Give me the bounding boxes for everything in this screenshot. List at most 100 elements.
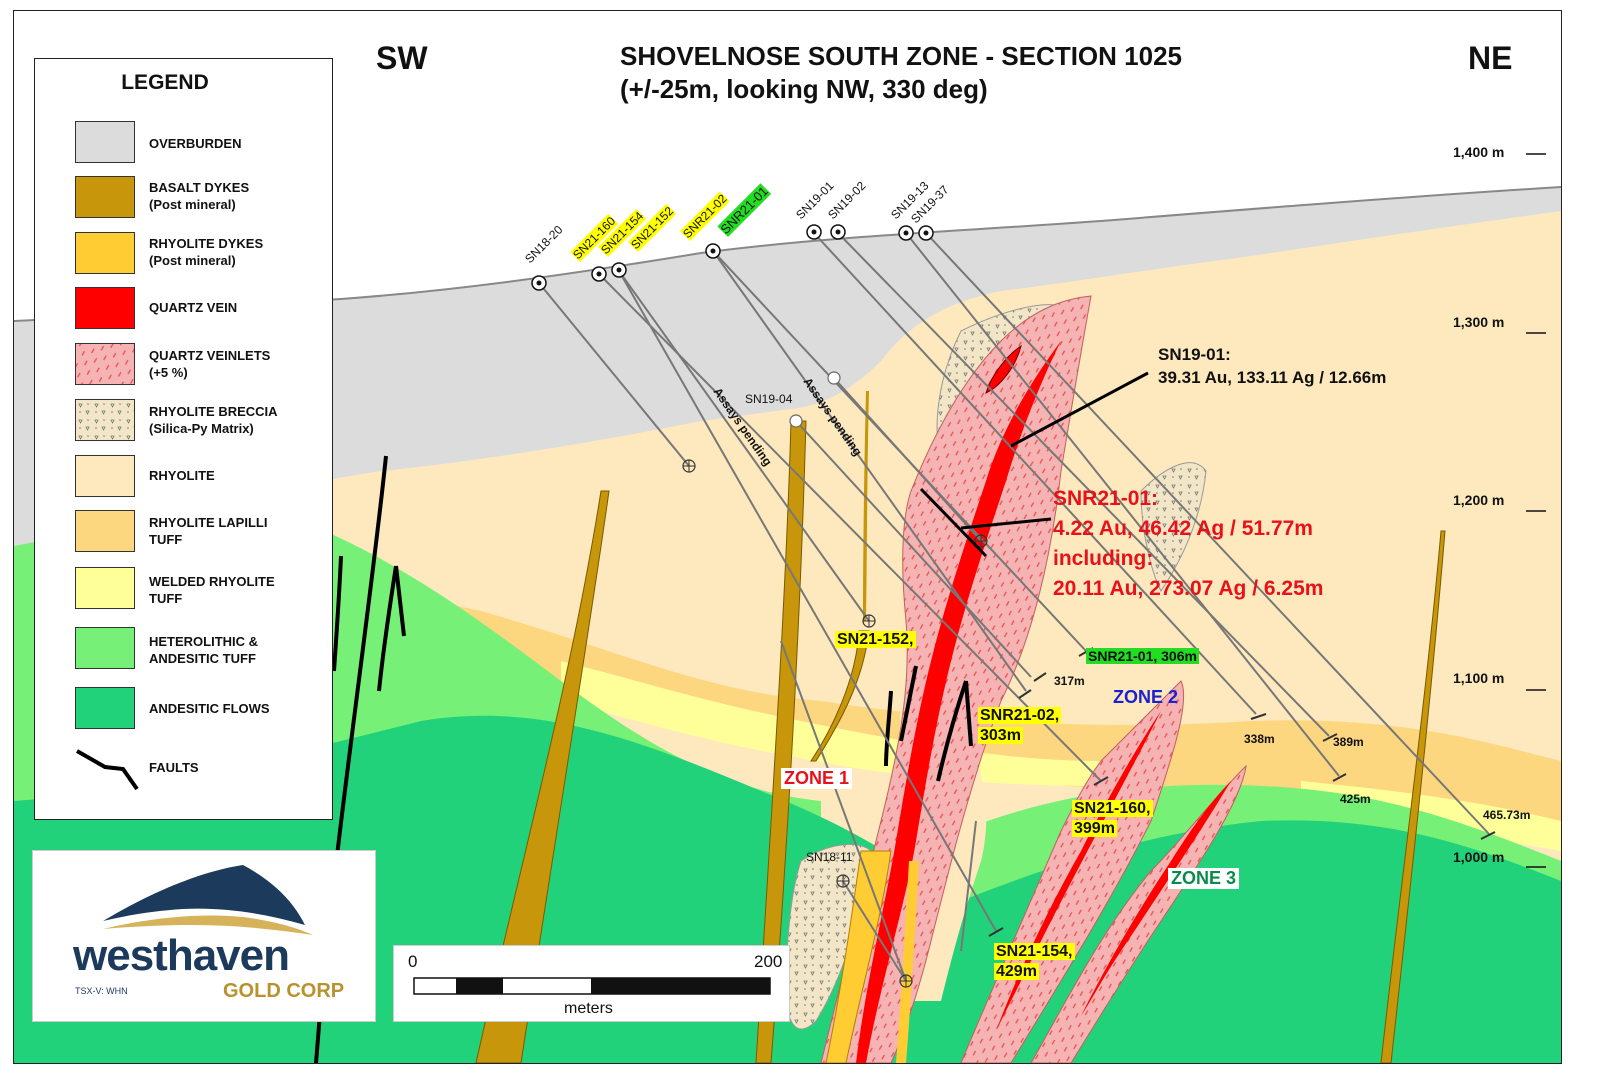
swatch-rhyolite-dykes	[75, 232, 135, 274]
scale-bar: 0 200 meters	[393, 945, 790, 1022]
fault-2	[332, 555, 343, 672]
fault-7	[936, 680, 968, 782]
zone-1-label: ZONE 1	[781, 768, 853, 789]
legend-item-heterolithic: HETEROLITHIC &ANDESITIC TUFF	[75, 627, 325, 671]
end-tick-2	[1033, 672, 1047, 682]
legend-item-basalt: BASALT DYKES(Post mineral)	[75, 176, 325, 220]
collar-sn21-154	[611, 262, 627, 278]
callout-snr21-01-including: including:	[1053, 547, 1154, 570]
callout-snr21-01-title: SNR21-01:	[1053, 487, 1159, 510]
legend-item-quartz-veinlets: QUARTZ VEINLETS(+5 %)	[75, 343, 325, 387]
fault-4	[394, 565, 406, 637]
collar-assays	[827, 371, 841, 385]
fault-6	[899, 665, 918, 742]
trace-sn18-11	[842, 880, 907, 982]
logo-subtitle: GOLD CORP	[223, 980, 345, 1002]
swatch-overburden	[75, 121, 135, 163]
title-line-2: (+/-25m, looking NW, 330 deg)	[620, 74, 988, 104]
direction-sw: SW	[376, 40, 428, 76]
trace-sn19-37	[925, 232, 1490, 835]
logo-ticker: TSX-V: WHN	[75, 986, 128, 996]
legend-title: LEGEND	[121, 71, 209, 94]
crosshair-4	[836, 874, 850, 888]
rhyolite-dyke-2	[896, 861, 919, 1063]
overburden	[14, 11, 1561, 321]
legend-item-overburden: OVERBURDEN	[75, 121, 325, 165]
tag-snr21-02: SNR21-02,303m	[978, 707, 1062, 744]
scale-end-label: 200	[754, 952, 783, 971]
depth-label-465: 465.73m	[1483, 808, 1531, 822]
tag-sn21-152: SN21-152,	[835, 631, 916, 648]
legend-label: RHYOLITE DYKES(Post mineral)	[149, 236, 264, 268]
trace-sn21-154	[618, 270, 997, 932]
callout-snr21-01: SNR21-01: 4.22 Au, 46.42 Ag / 51.77m inc…	[1053, 484, 1323, 604]
leader-snr21-01	[960, 517, 1052, 530]
swatch-andesitic	[75, 687, 135, 729]
end-tick-8	[988, 927, 1004, 937]
zone-3-label: ZONE 3	[1168, 868, 1240, 889]
callout-sn19-01: SN19-01: 39.31 Au, 133.11 Ag / 12.66m	[1158, 343, 1386, 389]
intercept-snr21-01	[919, 487, 988, 558]
crosshair-1	[682, 459, 696, 473]
title-line-1: SHOVELNOSE SOUTH ZONE - SECTION 1025	[620, 41, 1182, 71]
leader-sn19-01	[1010, 371, 1149, 448]
end-tick-9	[1093, 776, 1109, 786]
crosshair-2	[862, 614, 876, 628]
quartz-vein-3	[946, 381, 1041, 611]
legend-item-quartz-vein: QUARTZ VEIN	[75, 287, 325, 331]
swatch-basalt	[75, 176, 135, 218]
rhyolite-dyke-1	[825, 850, 892, 1063]
end-tick-4	[1322, 733, 1338, 742]
legend-label: RHYOLITE	[149, 468, 215, 483]
fault-5	[884, 690, 893, 767]
legend-item-andesitic: ANDESITIC FLOWS	[75, 687, 325, 731]
collar-sn19-02	[830, 224, 846, 240]
scale-start-label: 0	[408, 952, 418, 971]
elevation-ticks	[1526, 153, 1546, 868]
trace-sn19-02	[837, 232, 1330, 737]
callout-snr21-01-sub-value: 20.11 Au, 273.07 Ag / 6.25m	[1053, 577, 1324, 600]
legend-label: OVERBURDEN	[149, 136, 242, 151]
end-tick-1	[1018, 689, 1032, 699]
elev-1100: 1,100 m	[1453, 670, 1505, 686]
legend-label: ANDESITIC FLOWS	[149, 701, 270, 716]
trace-assays	[833, 377, 982, 542]
collar-sn19-37	[918, 225, 934, 241]
legend-item-breccia: RHYOLITE BRECCIA(Silica-Py Matrix)	[75, 399, 325, 443]
collar-sn18-20	[531, 275, 547, 291]
basalt-dyke-4	[810, 630, 870, 762]
swatch-quartz-veinlets	[75, 343, 135, 385]
legend-item-rhyolite: RHYOLITE	[75, 455, 325, 499]
depth-label-389: 389m	[1333, 735, 1364, 749]
fault-8	[964, 680, 973, 747]
quartz-vein-4	[996, 711, 1161, 1031]
hole-label-sn19-04: SN19-04	[745, 392, 793, 406]
legend-label: BASALT DYKES(Post mineral)	[149, 180, 250, 212]
hole-label-sn18-11: SN18-11	[806, 850, 853, 864]
tag-sn21-160: SN21-160,399m	[1072, 800, 1153, 837]
trace-sn21-152	[618, 270, 870, 622]
mountain-icon	[103, 865, 313, 935]
legend-item-rhyolite-dykes: RHYOLITE DYKES(Post mineral)	[75, 232, 325, 276]
swatch-faults	[76, 749, 139, 791]
trace-vertical	[960, 820, 977, 952]
depth-label-338: 338m	[1244, 732, 1275, 746]
basalt-dyke-1	[475, 490, 610, 1063]
depth-label-317: 317m	[1054, 674, 1085, 688]
collar-snr21-02	[705, 243, 721, 259]
zone-2-label: ZONE 2	[1113, 687, 1179, 707]
legend-label: HETEROLITHIC &ANDESITIC TUFF	[149, 634, 259, 666]
callout-sn19-01-value: 39.31 Au, 133.11 Ag / 12.66m	[1158, 368, 1387, 387]
scale-unit-label: meters	[564, 1000, 613, 1017]
end-tick-6	[1480, 831, 1496, 840]
crosshair-3	[974, 534, 988, 548]
direction-ne: NE	[1468, 40, 1513, 76]
quartz-vein-1	[985, 344, 1022, 394]
legend-label: RHYOLITE BRECCIA(Silica-Py Matrix)	[149, 404, 278, 436]
elev-1400: 1,400 m	[1453, 144, 1505, 160]
collar-sn19-01	[806, 224, 822, 240]
legend-label: QUARTZ VEINLETS(+5 %)	[149, 348, 271, 380]
logo-wordmark: westhaven	[73, 931, 290, 980]
trace-snr21-02	[712, 250, 1027, 692]
